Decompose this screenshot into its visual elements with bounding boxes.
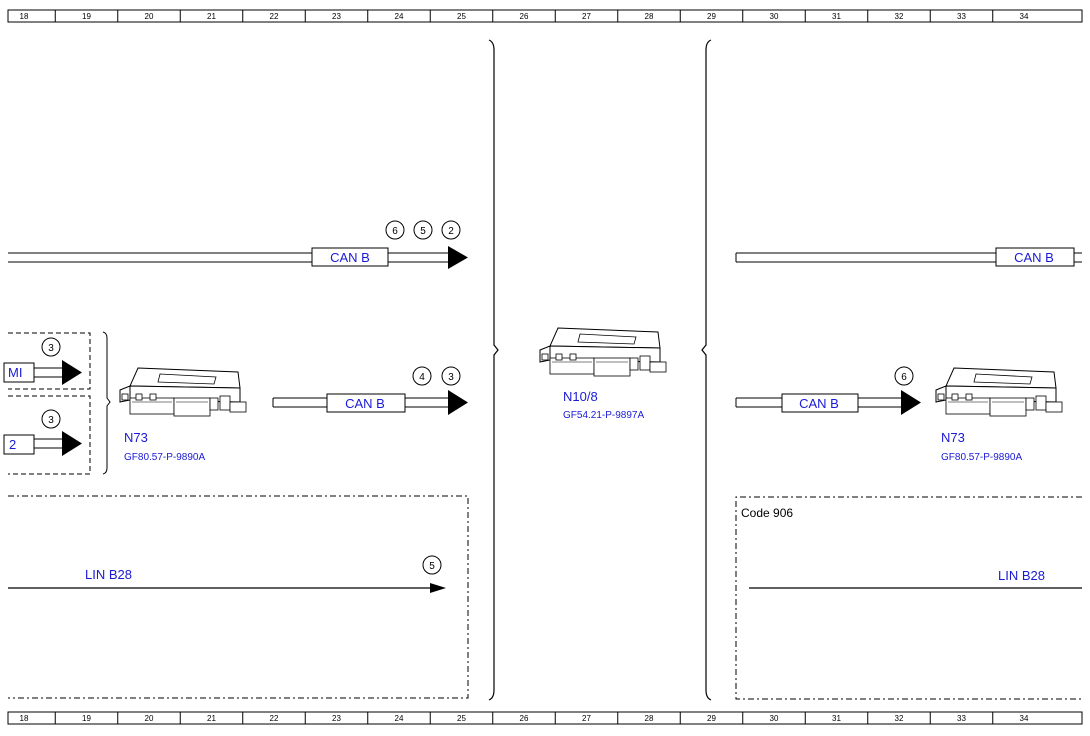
ref-circle: 2 [448,226,454,237]
ruler-number: 31 [832,714,841,723]
module-name[interactable]: N73 [941,430,965,445]
module-name[interactable]: N73 [124,430,148,445]
ruler-number: 22 [270,12,279,21]
ruler-number: 30 [770,12,779,21]
ref-circle: 5 [429,561,435,572]
ruler-number: 29 [707,714,716,723]
top-ruler: 18 19 20 21 22 23 24 25 26 27 28 29 30 31 32 33 34 [7,9,1083,23]
ruler-number: 32 [895,714,904,723]
ruler-number: 30 [770,714,779,723]
ruler-number: 29 [707,12,716,21]
ruler-number: 18 [20,714,29,723]
ruler-number: 31 [832,12,841,21]
divider-left [488,39,499,701]
ruler-number: 32 [895,12,904,21]
ruler-number: 22 [270,714,279,723]
lin-box-left: LIN B28 5 [8,495,469,699]
ref-circle: 5 [420,226,426,237]
ruler-number: 20 [145,714,154,723]
ref-circle: 3 [48,415,54,426]
can-b-label: CAN B [799,396,839,411]
n10-8-module[interactable] [539,327,667,377]
ruler-number: 33 [957,12,966,21]
can-b-label: CAN B [345,396,385,411]
can-b-label: CAN B [330,250,370,265]
lin-b28-label: LIN B28 [85,567,132,582]
ruler-number: 33 [957,714,966,723]
ref-circle: 3 [48,343,54,354]
n73-module-right[interactable] [935,367,1063,417]
ruler-number: 19 [82,12,91,21]
ref-circle: 3 [448,372,454,383]
ruler-frame [7,711,1083,725]
module-ref-link[interactable]: GF80.57-P-9890A [941,452,1022,463]
group-brace [102,331,111,475]
ruler-number: 24 [395,714,404,723]
ruler-number: 21 [207,12,216,21]
ref-circle: 6 [901,372,907,383]
can-bus-mid-left: CAN B 4 3 [272,366,468,415]
code-906-box: Code 906 LIN B28 [735,496,1082,700]
n73-module-left[interactable] [119,367,247,417]
can-b-label: CAN B [1014,250,1054,265]
ref-circle: 6 [392,226,398,237]
can-bus-top-left: CAN B [8,246,468,269]
can-bus-mid-right: CAN B 6 [735,366,921,415]
ruler-number: 27 [582,12,591,21]
ruler-number: 20 [145,12,154,21]
ruler-number: 19 [82,714,91,723]
ruler-number: 28 [645,714,654,723]
ruler-number: 25 [457,12,466,21]
can-bus-top-right: CAN B [735,247,1082,267]
ref-circles-top: 6 5 2 [385,220,461,240]
ruler-number: 26 [520,12,529,21]
code-label: Code 906 [741,506,793,520]
partial-box-top: MI 3 [3,332,91,390]
ruler-number: 28 [645,12,654,21]
ruler-number: 34 [1020,12,1029,21]
lin-b28-label: LIN B28 [998,568,1045,583]
module-ref-link[interactable]: GF80.57-P-9890A [124,452,205,463]
module-name[interactable]: N10/8 [563,389,598,404]
ruler-number: 26 [520,714,529,723]
ruler-number: 24 [395,12,404,21]
divider-right [701,39,712,701]
ruler-number: 23 [332,714,341,723]
ruler-number: 18 [20,12,29,21]
bottom-ruler: 18 19 20 21 22 23 24 25 26 27 28 29 30 31 32 33 34 [7,711,1083,725]
ruler-number: 34 [1020,714,1029,723]
module-ref-link[interactable]: GF54.21-P-9897A [563,410,644,421]
ref-circle: 4 [419,372,425,383]
ruler-number: 27 [582,714,591,723]
partial-box-label: MI [8,365,22,380]
ruler-number: 21 [207,714,216,723]
ruler-frame [7,9,1083,23]
ruler-number: 23 [332,12,341,21]
ruler-number: 25 [457,714,466,723]
partial-box-bottom: 2 3 [3,395,91,475]
partial-box-label: 2 [9,437,16,452]
